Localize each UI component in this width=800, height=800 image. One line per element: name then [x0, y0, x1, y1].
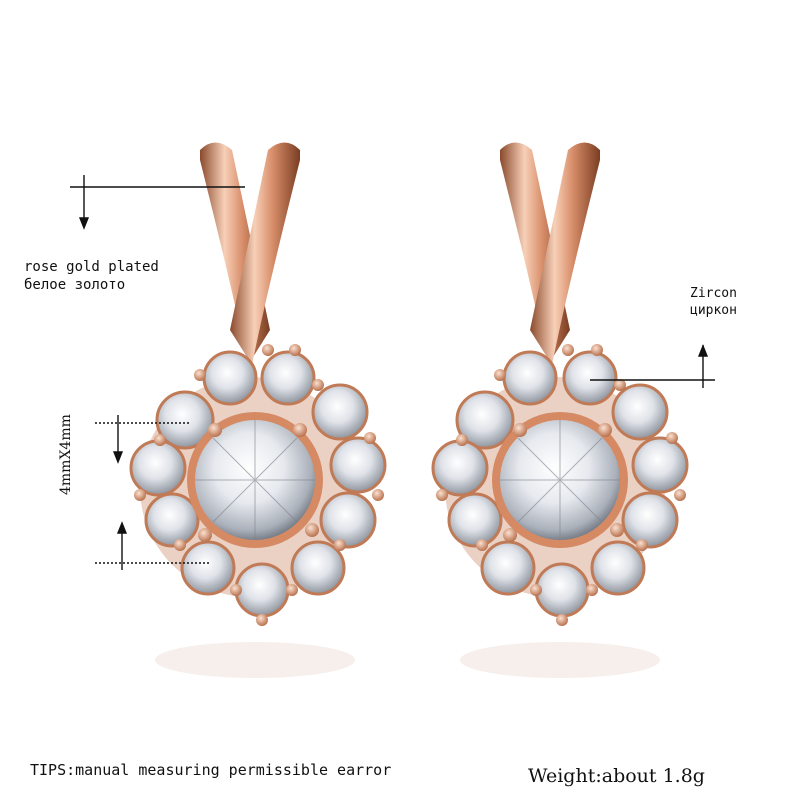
tips-note: TIPS:manual measuring permissible earror	[30, 761, 392, 779]
material-label: rose gold plated белое золото	[24, 258, 159, 294]
stone-label: Zircon циркон	[690, 285, 737, 319]
weight-note: Weight:about 1.8g	[528, 765, 705, 787]
material-label-en: rose gold plated	[24, 259, 159, 275]
stone-size-label: 4mmX4mm	[58, 414, 74, 495]
right-earring	[431, 142, 689, 626]
stone-label-en: Zircon	[690, 286, 737, 301]
left-earring	[129, 142, 387, 626]
annotation-lines	[70, 175, 715, 570]
material-label-ru: белое золото	[24, 277, 126, 293]
stone-label-ru: циркон	[690, 303, 737, 318]
reflection	[155, 642, 660, 678]
